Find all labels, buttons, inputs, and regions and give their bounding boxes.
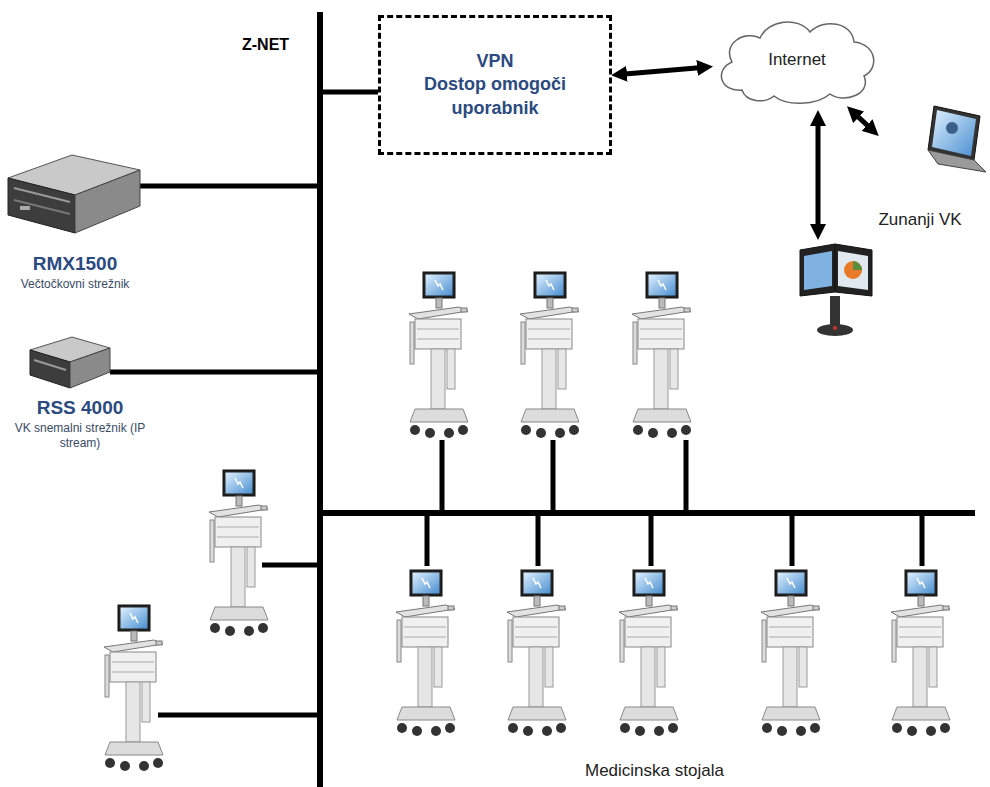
group-label: Medicinska stojala bbox=[585, 761, 724, 781]
internet-cloud: Internet bbox=[712, 12, 882, 107]
bus-label: Z-NET bbox=[242, 36, 289, 54]
node-title: RSS 4000 bbox=[37, 397, 124, 419]
external-laptop: Zunanji VK bbox=[878, 100, 986, 272]
node-subtitle: Večtočkovni strežnik bbox=[21, 277, 130, 292]
node-title: Internet bbox=[768, 50, 826, 70]
double-arrow bbox=[853, 112, 873, 131]
node-title: VPN bbox=[410, 50, 580, 73]
mcu-server: RMX1500Večtočkovni strežnik bbox=[0, 148, 150, 292]
node-title: Zunanji VK bbox=[878, 208, 962, 272]
node-title: RMX1500 bbox=[33, 253, 118, 275]
recording-server: RSS 4000VK snemalni strežnik (IP stream) bbox=[12, 335, 148, 451]
double-arrow bbox=[619, 67, 705, 74]
node-subtitle: Dostop omogoči uporabnik bbox=[410, 73, 580, 120]
vpn-box: VPNDostop omogoči uporabnik bbox=[378, 15, 612, 155]
node-subtitle: VK snemalni strežnik (IP stream) bbox=[12, 421, 148, 451]
